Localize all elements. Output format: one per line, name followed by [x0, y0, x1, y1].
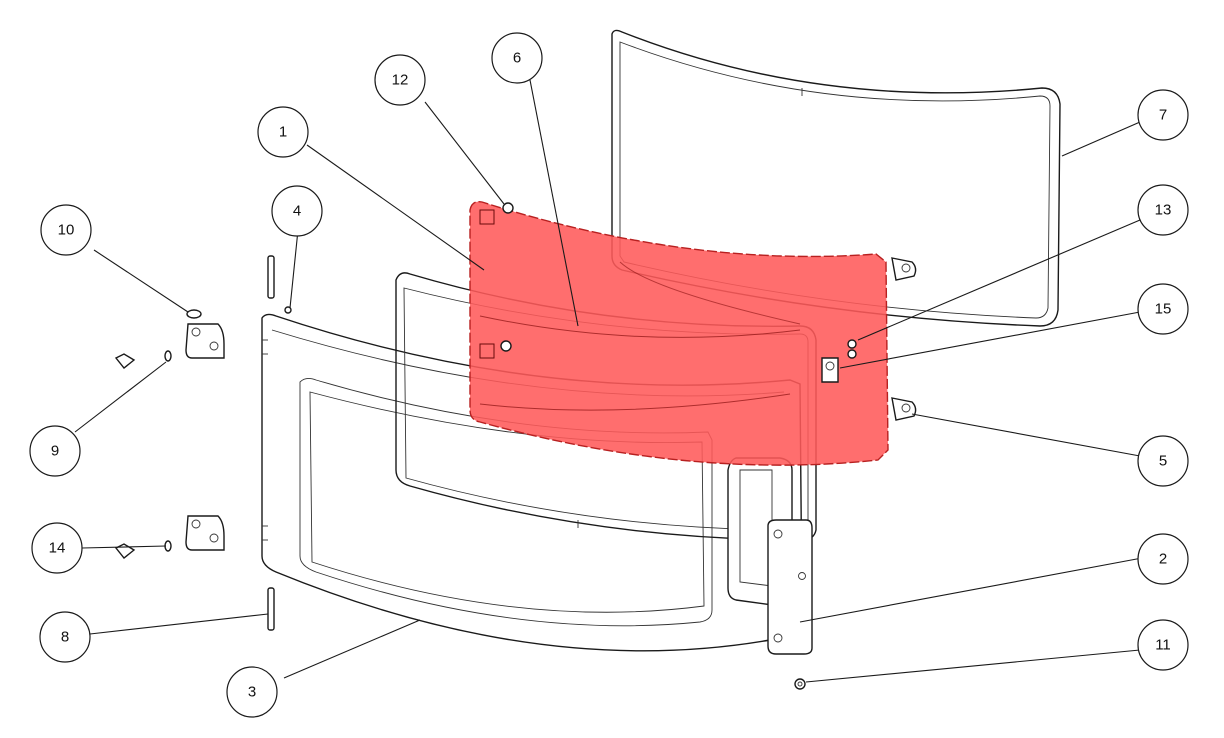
svg-text:15: 15 [1155, 301, 1172, 318]
svg-text:5: 5 [1159, 453, 1167, 470]
balloon-15: 15 [1137, 283, 1189, 335]
balloon-14: 14 [31, 522, 83, 574]
balloon-9: 9 [29, 425, 81, 477]
balloon-10: 10 [40, 204, 92, 256]
highlighted-panel [469, 200, 889, 466]
svg-text:7: 7 [1159, 107, 1167, 124]
balloon-4: 4 [271, 185, 323, 237]
balloon-1: 1 [257, 106, 309, 158]
svg-text:3: 3 [248, 684, 256, 701]
screw-12 [500, 202, 514, 352]
hinge-post [727, 457, 813, 655]
svg-text:1: 1 [279, 124, 287, 141]
balloon-11: 11 [1137, 619, 1189, 671]
svg-text:9: 9 [51, 443, 59, 460]
svg-text:4: 4 [293, 203, 301, 220]
leader-lines [74, 79, 1143, 683]
balloon-5: 5 [1137, 435, 1189, 487]
balloon-13: 13 [1137, 184, 1189, 236]
balloon-12: 12 [374, 54, 426, 106]
svg-text:11: 11 [1155, 637, 1171, 654]
svg-text:8: 8 [61, 629, 69, 646]
balloon-7: 7 [1137, 89, 1189, 141]
svg-text:13: 13 [1155, 202, 1172, 219]
left-hinges [114, 309, 225, 559]
svg-text:2: 2 [1159, 551, 1167, 568]
svg-text:12: 12 [392, 72, 409, 89]
balloon-8: 8 [39, 611, 91, 663]
balloon-6: 6 [491, 32, 543, 84]
svg-text:6: 6 [513, 50, 521, 67]
balloon-3: 3 [226, 666, 278, 718]
latch-clips [821, 257, 917, 421]
svg-text:10: 10 [58, 222, 75, 239]
svg-text:14: 14 [49, 540, 66, 557]
balloon-2: 2 [1137, 533, 1189, 585]
pins [267, 255, 806, 690]
